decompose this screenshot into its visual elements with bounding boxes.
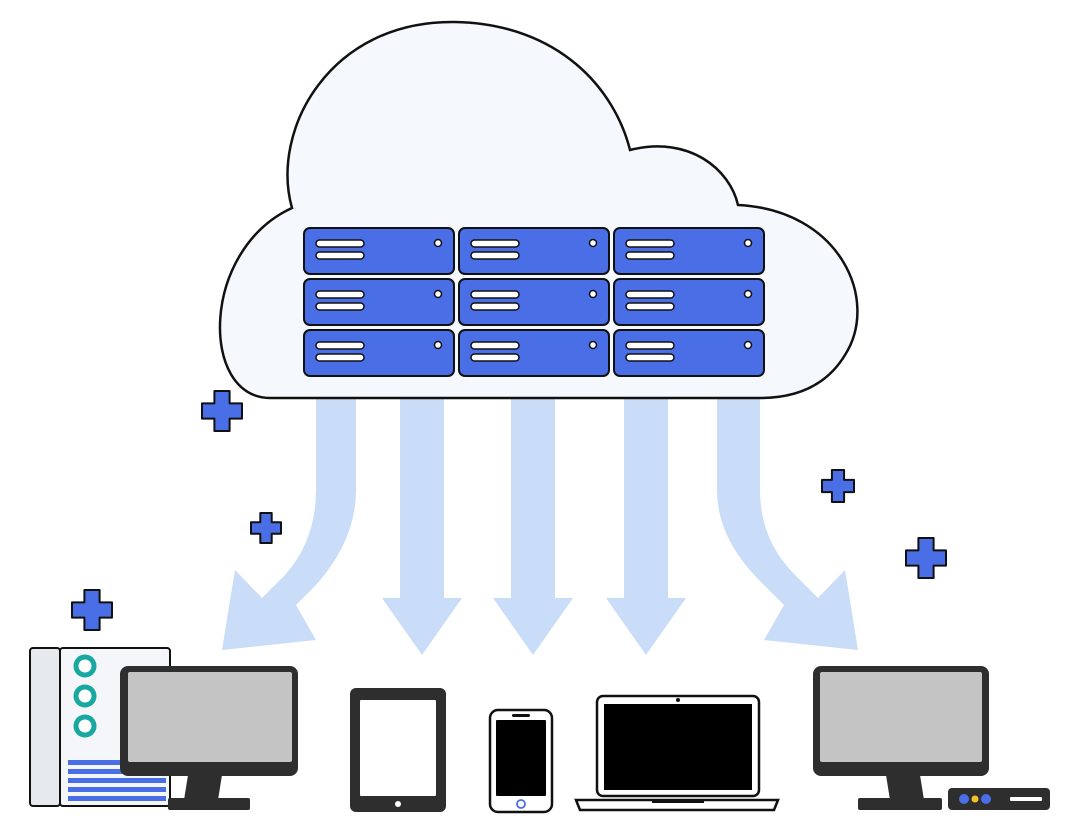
monitor-icon — [813, 666, 989, 810]
arrow-down-2 — [493, 395, 573, 655]
desktop-monitor-icon — [120, 666, 298, 810]
server-unit — [613, 227, 765, 275]
smartphone-icon — [488, 708, 554, 814]
server-unit — [303, 329, 455, 377]
plus-decorations — [71, 390, 947, 631]
arrows — [222, 395, 858, 655]
arrow-down-1 — [382, 395, 462, 655]
server-unit — [303, 227, 455, 275]
server-rack — [303, 227, 765, 377]
tablet-icon — [350, 688, 446, 812]
plus-icon — [905, 537, 947, 579]
plus-icon — [821, 469, 855, 503]
plus-icon — [201, 390, 243, 432]
drive-bay-icon — [73, 684, 97, 708]
server-unit — [458, 227, 610, 275]
plus-icon — [250, 512, 282, 544]
arrow-down-3 — [606, 395, 686, 655]
server-unit — [458, 278, 610, 326]
monitor-screen — [820, 672, 982, 762]
server-unit — [613, 278, 765, 326]
server-unit — [458, 329, 610, 377]
plus-icon — [71, 589, 113, 631]
drive-bay-icon — [73, 714, 97, 738]
laptop-icon — [574, 694, 780, 812]
drive-bay-icon — [73, 654, 97, 678]
server-unit — [613, 329, 765, 377]
arrow-right-curved — [717, 395, 858, 650]
server-unit — [303, 278, 455, 326]
home-button-icon — [516, 799, 526, 809]
mini-pc-icon — [948, 788, 1050, 810]
monitor-screen — [128, 672, 292, 762]
arrow-left-curved — [222, 395, 356, 650]
